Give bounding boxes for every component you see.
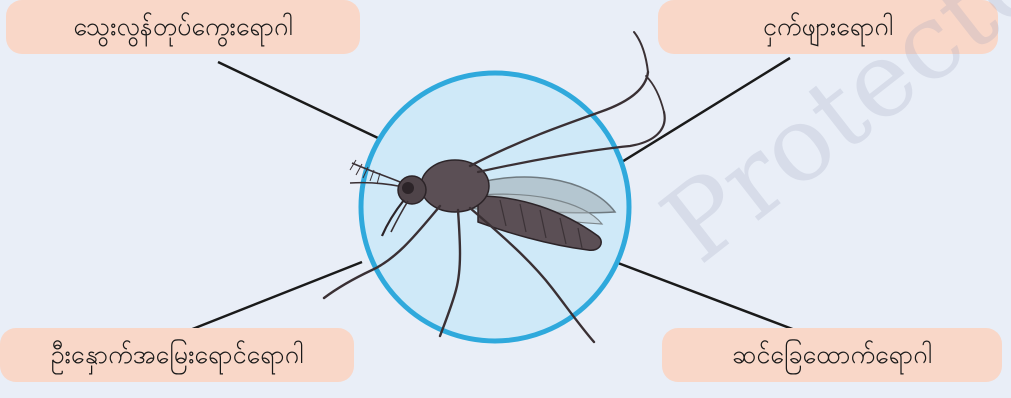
connector-bottom-right (618, 263, 795, 330)
connector-bottom-left (190, 262, 362, 330)
label-bottom-left: ဦးနှောက်အမြေးရောင်ရောဂါ (0, 328, 354, 382)
connector-top-right (612, 58, 790, 168)
label-bottom-right: ဆင်ခြေထောက်ရောဂါ (662, 328, 1002, 382)
label-top-right: ငှက်ဖျားရောဂါ (658, 0, 998, 54)
label-top-left: သွေးလွန်တုပ်ကွေးရောဂါ (6, 0, 360, 54)
connector-top-left (218, 62, 378, 138)
